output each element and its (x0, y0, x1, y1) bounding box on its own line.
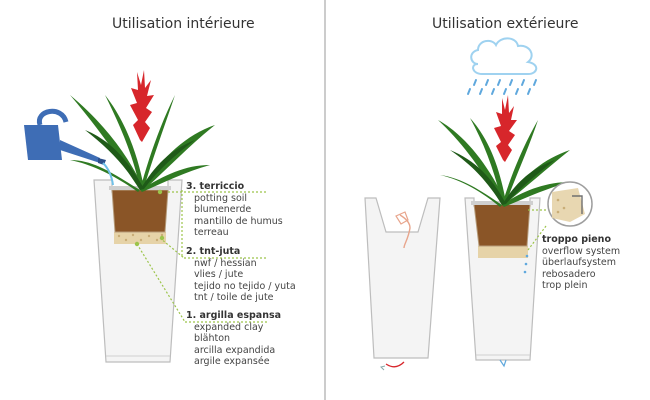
label-layer-fabric-heading: 2. tnt-juta (186, 246, 241, 257)
label-layer-fabric-line-3: tejido no tejido / yuta (194, 280, 296, 292)
label-layer-clay-line-4: argile expansée (194, 356, 270, 367)
indoor-leader-markers (134, 189, 165, 247)
label-layer-clay-line-2: blähton (194, 333, 231, 344)
label-layer-soil-heading: 3. terriccio (186, 181, 245, 192)
label-layer-soil: 3. terriccio potting soil blumenerde man… (186, 181, 283, 239)
label-overflow-heading: troppo pieno (542, 234, 611, 245)
outdoor-leader-lines (527, 209, 548, 251)
rain-cloud-icon (467, 37, 538, 95)
label-layer-fabric-line-4: tnt / toile de jute (194, 292, 274, 303)
label-overflow-line-2: überlaufsystem (542, 257, 616, 268)
indoor-leader-lines (136, 190, 268, 323)
label-layer-fabric: 2. tnt-juta nwf / hessian vlies / jute t… (186, 246, 296, 304)
label-overflow: troppo pieno overflow system überlaufsys… (542, 234, 620, 292)
label-layer-soil-line-4: terreau (194, 227, 229, 238)
label-layer-soil-line-2: blumenerde (194, 204, 252, 215)
label-layer-soil-line-3: mantillo de humus (194, 215, 283, 227)
outdoor-plant (438, 95, 570, 207)
label-overflow-line-4: trop plein (542, 280, 588, 291)
label-overflow-line-1: overflow system (542, 245, 621, 257)
overflow-drip (523, 254, 529, 274)
outdoor-pot (464, 197, 541, 368)
outdoor-title: Utilisation extérieure (432, 16, 579, 32)
outdoor-cutaway-pot (364, 197, 441, 371)
overflow-detail-magnifier (547, 181, 593, 227)
indoor-title: Utilisation intérieure (112, 16, 255, 32)
label-layer-clay: 1. argilla espansa expanded clay blähton… (186, 310, 281, 368)
label-layer-clay-heading: 1. argilla espansa (186, 310, 282, 321)
watering-can-icon (24, 109, 114, 186)
label-layer-clay-line-1: expanded clay (194, 321, 264, 333)
indoor-clay-layer (114, 232, 166, 244)
label-layer-soil-line-1: potting soil (194, 192, 248, 204)
label-overflow-line-3: rebosadero (542, 268, 596, 280)
label-layer-clay-line-3: arcilla expandida (194, 344, 276, 356)
label-layer-fabric-line-1: nwf / hessian (194, 257, 257, 269)
label-layer-fabric-line-2: vlies / jute (194, 269, 244, 280)
indoor-plant (70, 70, 215, 192)
